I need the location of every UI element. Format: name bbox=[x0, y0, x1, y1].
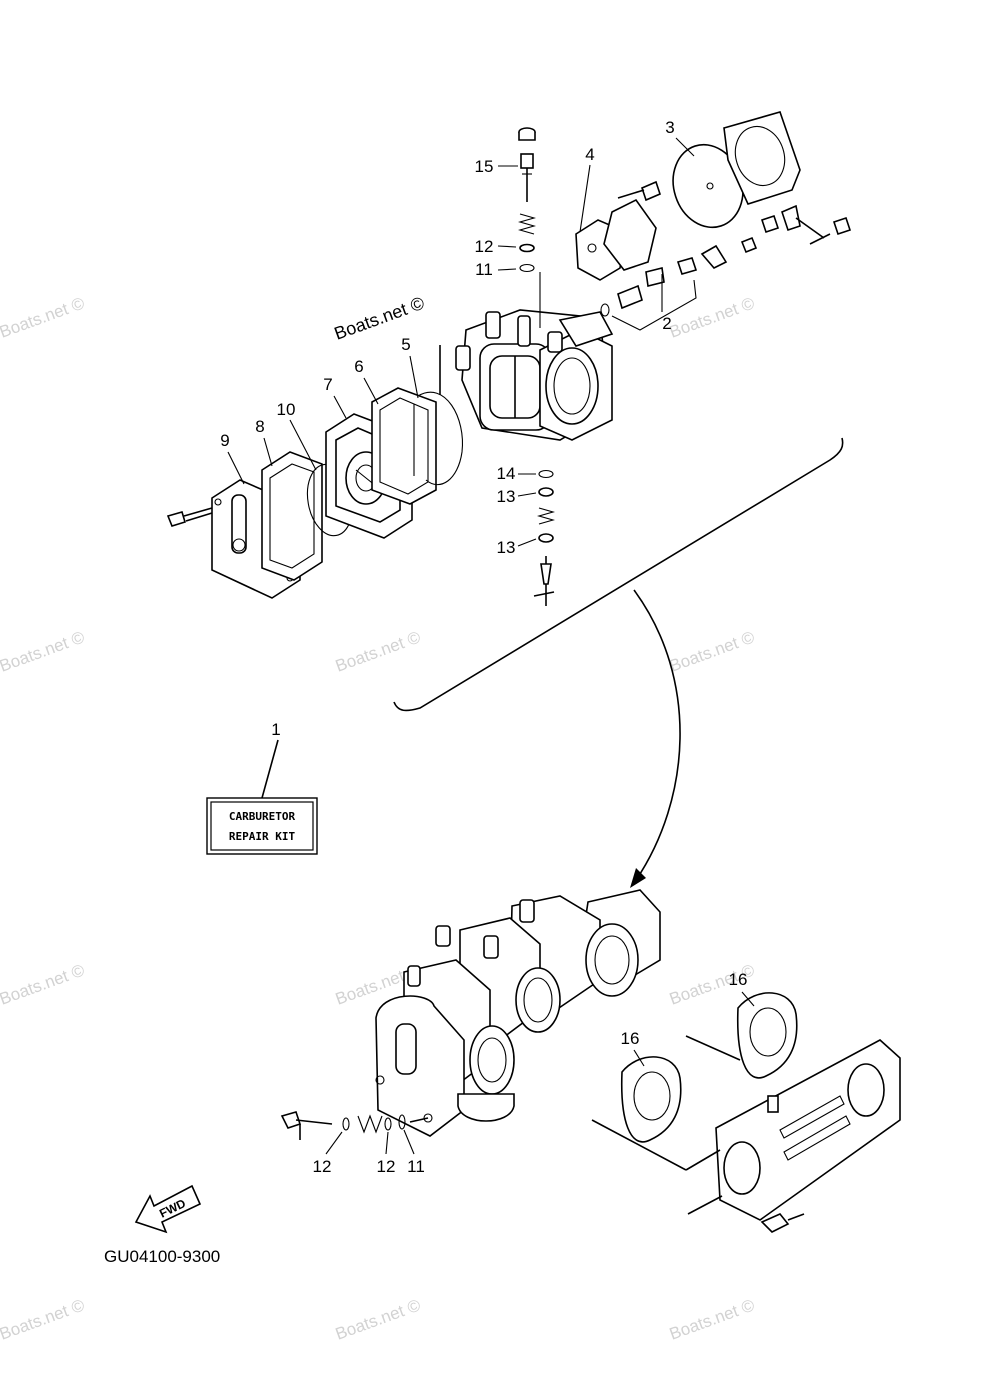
watermark: Boats.net © bbox=[667, 1295, 758, 1343]
repair-kit-line1: CARBURETOR bbox=[229, 810, 296, 823]
callout-leaders bbox=[227, 137, 755, 1155]
gasket-6 bbox=[371, 387, 437, 505]
watermark-header: Boats.net © bbox=[332, 293, 427, 344]
o-ring-11-bot bbox=[398, 1114, 406, 1130]
pilot-screw-cap bbox=[518, 127, 536, 141]
callout-2: 2 bbox=[662, 314, 671, 333]
washer-12-bot-b bbox=[384, 1117, 392, 1131]
spring-12-bot bbox=[357, 1114, 383, 1134]
washer-12-top bbox=[519, 243, 535, 253]
o-ring-11-top bbox=[519, 263, 535, 273]
idle-screw bbox=[533, 556, 555, 606]
callout-8: 8 bbox=[255, 417, 264, 436]
leader-1 bbox=[261, 739, 279, 799]
carburetor-body bbox=[455, 309, 614, 441]
callout-15: 15 bbox=[475, 157, 494, 176]
float-pin-small bbox=[617, 180, 661, 202]
diagram-code: GU04100-9300 bbox=[104, 1247, 220, 1266]
washer-13-a bbox=[538, 487, 554, 497]
callout-12-top: 12 bbox=[475, 237, 494, 256]
callout-11-top: 11 bbox=[475, 260, 493, 279]
callout-3: 3 bbox=[665, 118, 674, 137]
callout-6: 6 bbox=[354, 357, 363, 376]
callout-16-a: 16 bbox=[621, 1029, 640, 1048]
callout-13-a: 13 bbox=[497, 487, 516, 506]
intake-manifold bbox=[685, 1039, 901, 1233]
pilot-screw-15 bbox=[520, 153, 534, 202]
repair-kit-line2: REPAIR KIT bbox=[229, 830, 296, 843]
leader-11-bot bbox=[409, 1117, 429, 1123]
callout-1: 1 bbox=[271, 720, 280, 739]
spring-13 bbox=[536, 507, 556, 525]
watermark: Boats.net © bbox=[667, 293, 758, 341]
float-4b bbox=[603, 198, 657, 271]
bolt-left bbox=[166, 507, 213, 527]
spring-top bbox=[517, 213, 537, 235]
watermark: Boats.net © bbox=[333, 1295, 424, 1343]
callout-9: 9 bbox=[220, 431, 229, 450]
carburetor-assembly-bottom bbox=[375, 889, 661, 1137]
idle-screw-bottom bbox=[280, 1111, 333, 1140]
callout-12-bot-a: 12 bbox=[313, 1157, 332, 1176]
watermark: Boats.net © bbox=[0, 1295, 88, 1343]
callout-12-bot-b: 12 bbox=[377, 1157, 396, 1176]
leader-gasket-b bbox=[685, 1035, 741, 1061]
washer-12-bot-a bbox=[342, 1117, 350, 1131]
watermark: Boats.net © bbox=[0, 293, 88, 341]
needle-valve-assembly bbox=[600, 257, 698, 331]
small-parts-right bbox=[700, 204, 852, 269]
callout-11-bot: 11 bbox=[407, 1157, 425, 1176]
assembly-arrow bbox=[633, 589, 681, 881]
callout-14: 14 bbox=[497, 464, 516, 483]
watermark: Boats.net © bbox=[333, 627, 424, 675]
gasket-16-a bbox=[620, 1056, 682, 1143]
callouts: 1 2 3 4 5 6 7 8 9 10 11 12 13 13 14 15 1… bbox=[220, 118, 747, 1176]
gasket-16-b bbox=[736, 992, 798, 1079]
grouping-bracket bbox=[393, 437, 844, 712]
callout-10: 10 bbox=[277, 400, 296, 419]
callout-13-b: 13 bbox=[497, 538, 516, 557]
watermark: Boats.net © bbox=[0, 627, 88, 675]
watermark: Boats.net © bbox=[667, 627, 758, 675]
callout-16-b: 16 bbox=[729, 970, 748, 989]
callout-7: 7 bbox=[323, 375, 332, 394]
cover-3 bbox=[723, 111, 801, 205]
washer-13-b bbox=[538, 533, 554, 543]
leader-gasket-a bbox=[591, 1119, 687, 1171]
watermark: Boats.net © bbox=[0, 960, 88, 1008]
callout-4: 4 bbox=[585, 145, 594, 164]
gasket-8 bbox=[261, 451, 323, 581]
o-ring-14 bbox=[538, 469, 554, 479]
assembly-arrow-head bbox=[630, 868, 646, 888]
diaphragm-5 bbox=[413, 391, 464, 486]
repair-kit-box: CARBURETOR REPAIR KIT bbox=[206, 797, 318, 855]
callout-5: 5 bbox=[401, 335, 410, 354]
fwd-arrow-icon: FWD bbox=[134, 1184, 202, 1234]
